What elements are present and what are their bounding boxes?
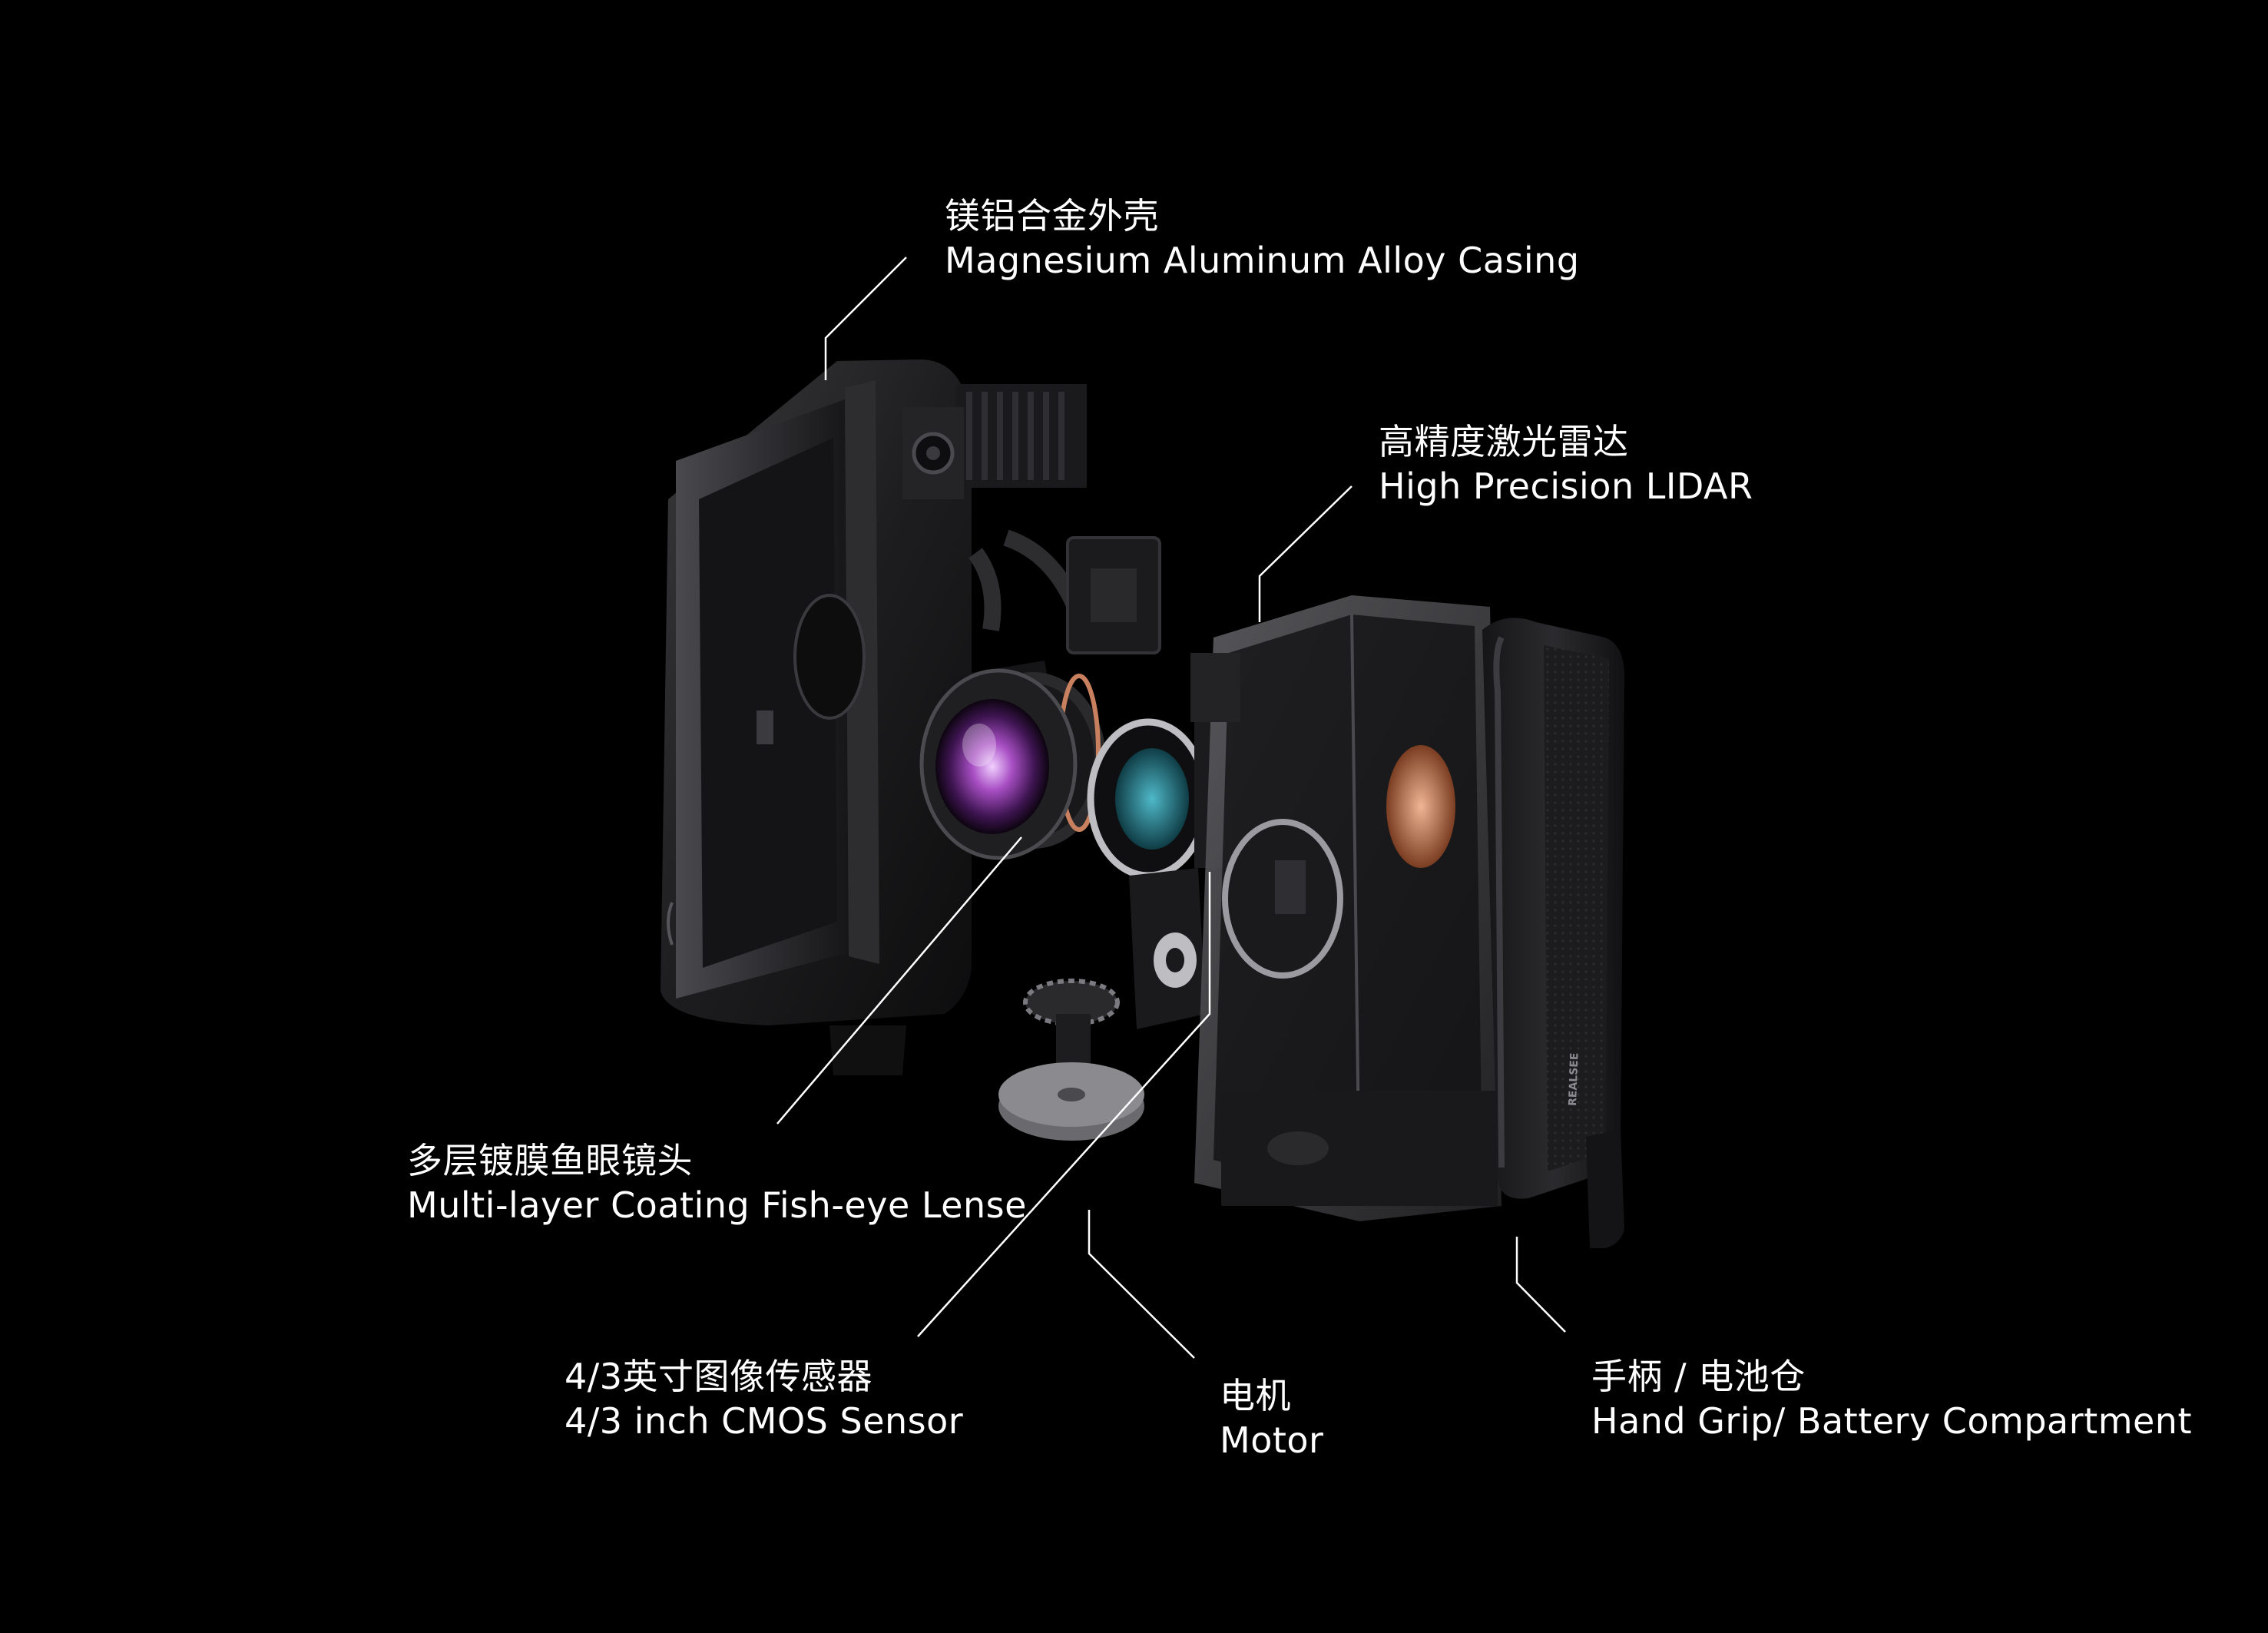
grip-brand-label: REALSEE (1567, 1052, 1581, 1106)
callout-sensor: 4/3英寸图像传感器 4/3 inch CMOS Sensor (565, 1354, 963, 1443)
leader-lines (776, 257, 1566, 1359)
callout-grip-en: Hand Grip/ Battery Compartment (1591, 1400, 2192, 1442)
callout-sensor-en: 4/3 inch CMOS Sensor (565, 1400, 964, 1442)
callout-casing: 镁铝合金外壳 Magnesium Aluminum Alloy Casing (945, 194, 1580, 283)
callout-lidar-en: High Precision LIDAR (1379, 465, 1753, 507)
leader-line-grip (1515, 1237, 1566, 1333)
callout-lens: 多层镀膜鱼眼镜头 Multi-layer Coating Fish-eye Le… (407, 1138, 1027, 1227)
callout-grip-zh: 手柄 / 电池仓 (1591, 1356, 1806, 1397)
heatsink-part (902, 384, 1087, 499)
callout-sensor-zh: 4/3英寸图像传感器 (565, 1356, 873, 1397)
leader-line-casing (824, 257, 907, 380)
hand-grip-part: REALSEE (1482, 618, 1624, 1248)
callout-casing-zh: 镁铝合金外壳 (945, 195, 1159, 237)
leader-line-lidar (1258, 485, 1353, 622)
leader-line-lens (776, 836, 1022, 1125)
callout-lens-zh: 多层镀膜鱼眼镜头 (407, 1140, 693, 1181)
leader-line-motor (1088, 1210, 1195, 1359)
callout-lidar: 高精度激光雷达 High Precision LIDAR (1379, 419, 1753, 508)
fisheye-lens-part (919, 661, 1106, 860)
leader-line-sensor (917, 872, 1211, 1337)
callout-motor-en: Motor (1220, 1419, 1324, 1461)
callout-motor-zh: 电机 (1220, 1375, 1291, 1416)
motor-part (998, 868, 1206, 1141)
callout-grip: 手柄 / 电池仓 Hand Grip/ Battery Compartment (1591, 1354, 2192, 1443)
callout-lidar-zh: 高精度激光雷达 (1379, 421, 1629, 462)
callout-motor: 电机 Motor (1220, 1373, 1323, 1462)
lidar-part (1190, 595, 1502, 1221)
callout-lens-en: Multi-layer Coating Fish-eye Lense (407, 1184, 1027, 1226)
cable-part (968, 529, 1161, 654)
callout-casing-en: Magnesium Aluminum Alloy Casing (945, 240, 1580, 281)
casing-part (661, 359, 972, 1075)
